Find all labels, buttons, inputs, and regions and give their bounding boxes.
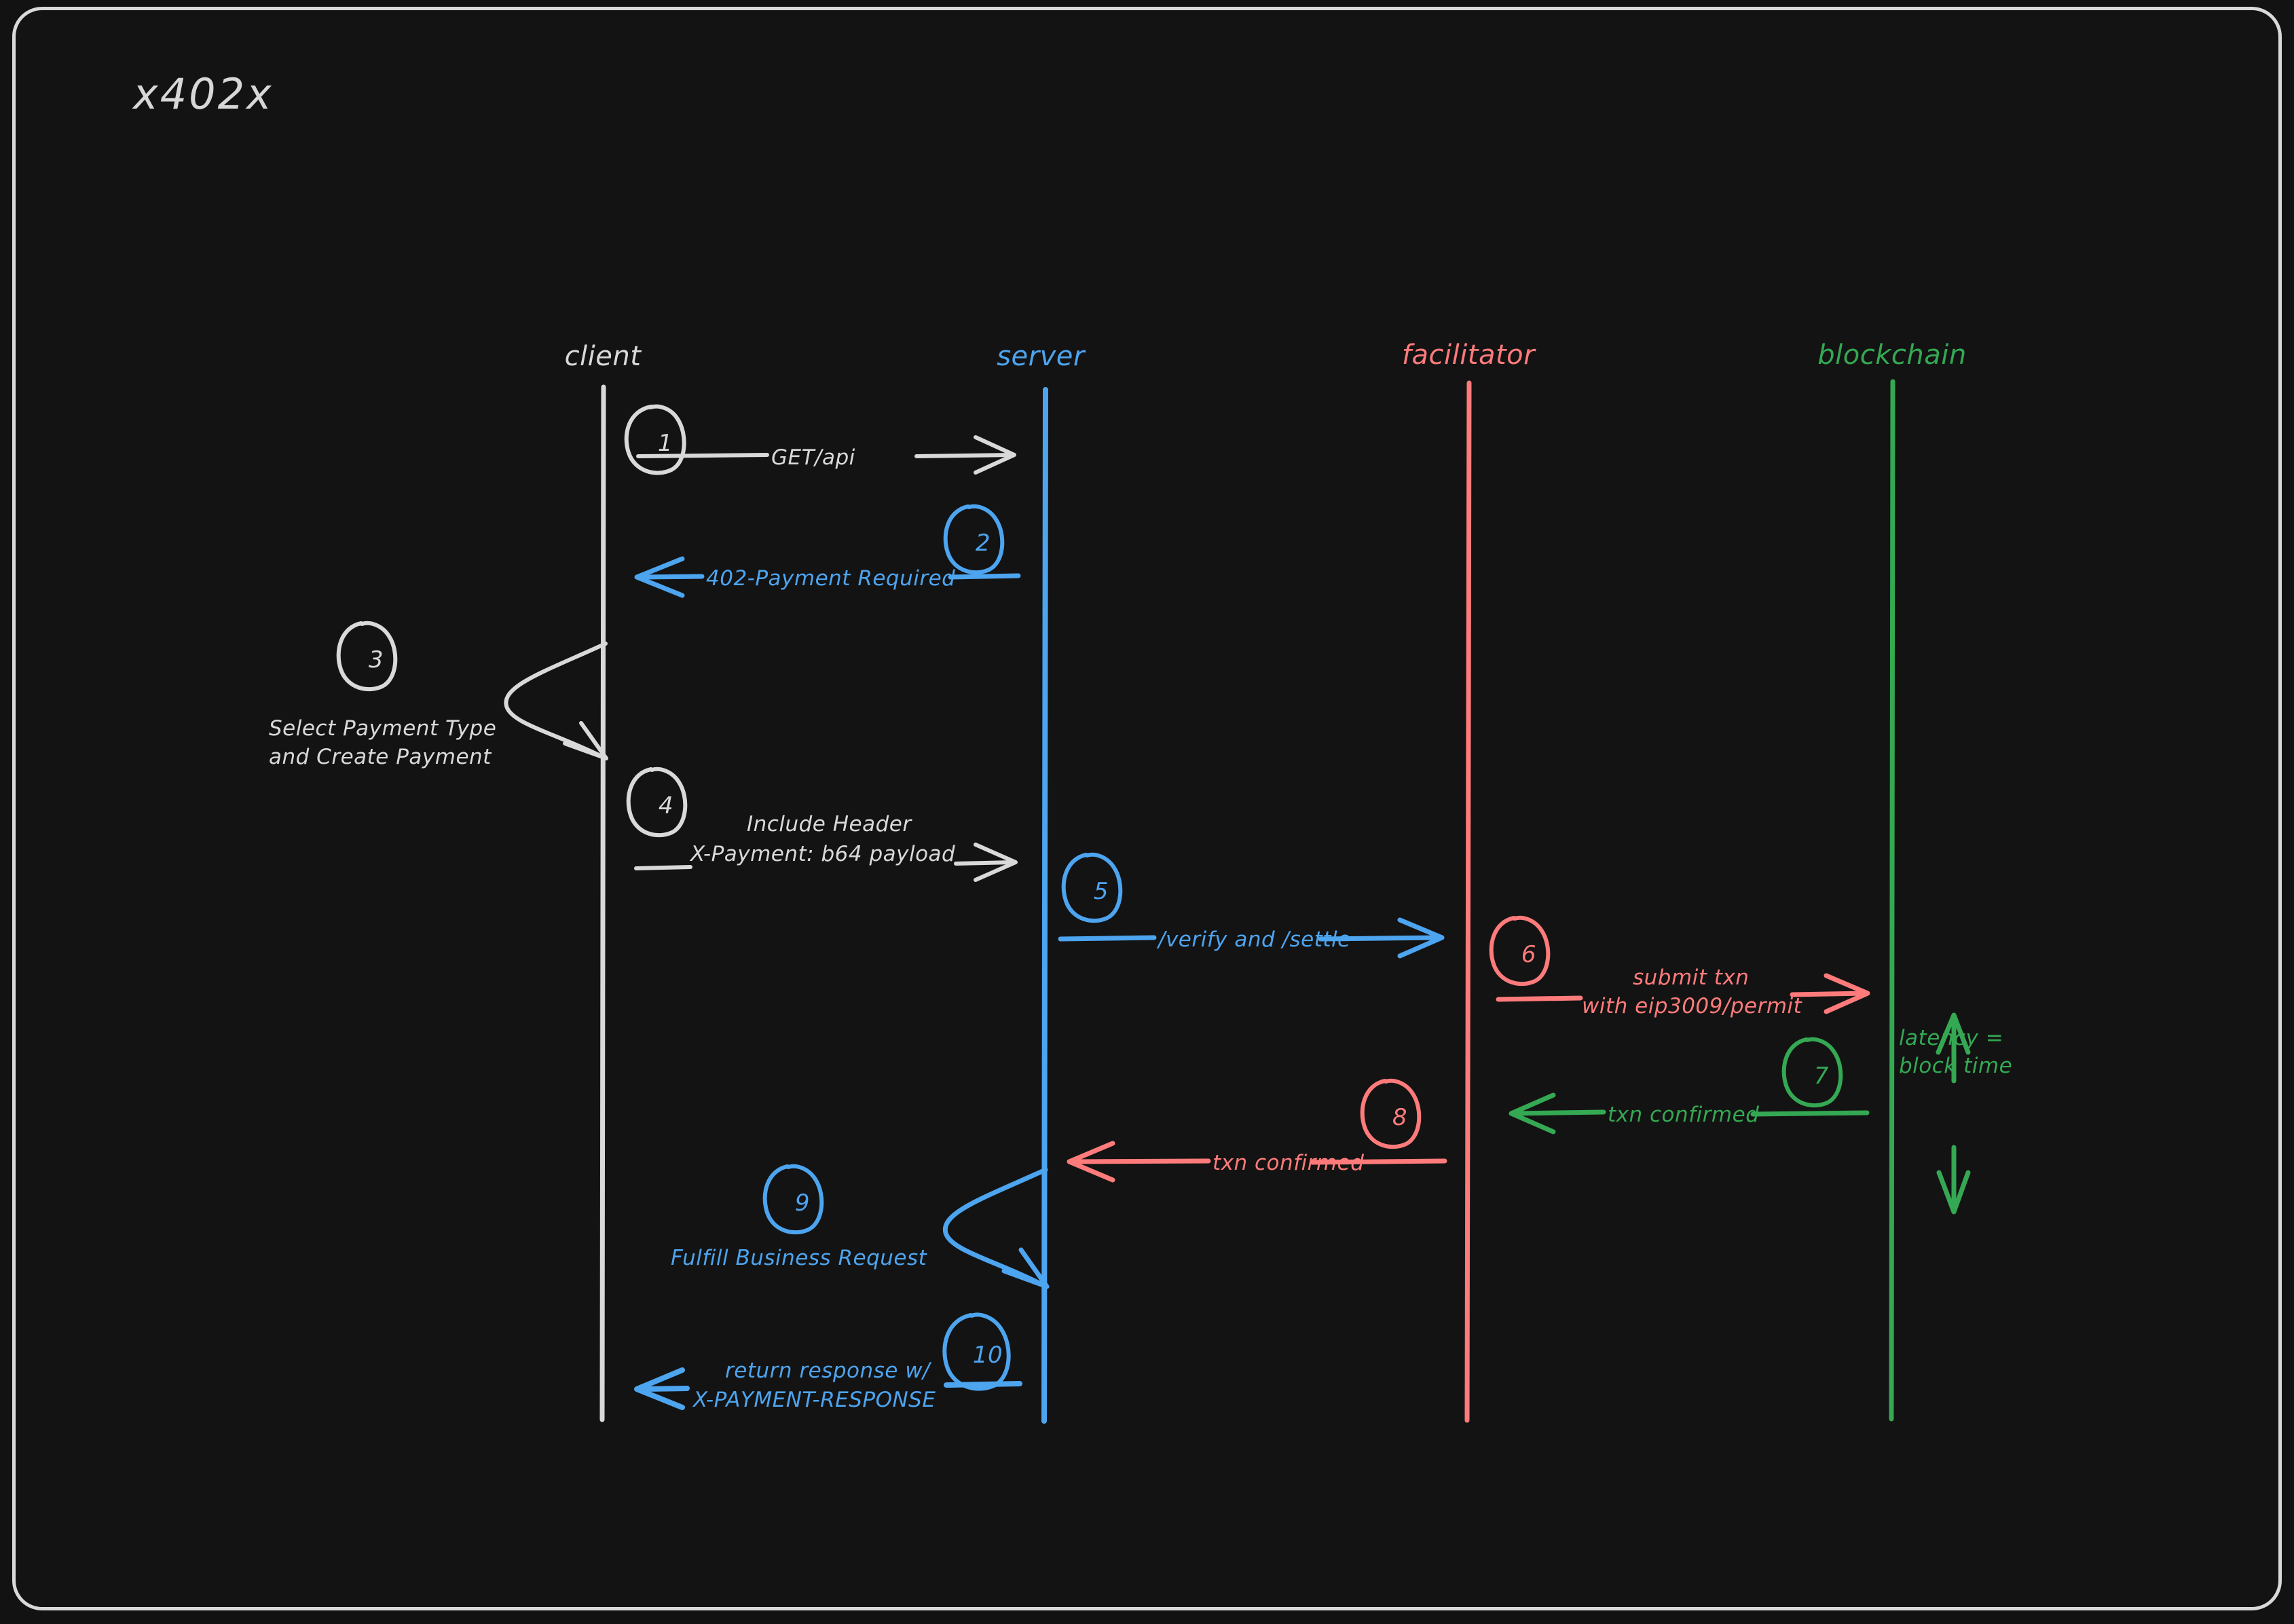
step-6-arrowhead [1824, 973, 1870, 1014]
step-8-label: txn confirmed [1608, 1103, 1759, 1127]
step-3-arrowhead [563, 721, 608, 760]
settled-line-left [1071, 1158, 1211, 1164]
step-5-circle [1061, 852, 1123, 923]
step-8-circle [1360, 1078, 1422, 1149]
step-6-label-line2: with eip3009/permit [1582, 994, 1803, 1018]
step-1-group: 1 GET/api [624, 404, 1016, 475]
step-6-circle [1489, 915, 1551, 986]
step-4-group: 4 Include Header X-Payment: b64 payload [626, 767, 1018, 882]
step-6-group: 6 submit txn with eip3009/permit [1489, 915, 1870, 1018]
step-2-number: 2 [976, 530, 991, 557]
step-8-line-right [1750, 1110, 1870, 1117]
step-6-label-line1: submit txn [1633, 965, 1749, 990]
step-9-arrowhead [1001, 1247, 1050, 1289]
step-3-circle [336, 621, 398, 692]
step-10-label-line1: return response w/ [725, 1359, 932, 1383]
step-7-up-arrowhead [1936, 1012, 1971, 1055]
step-10-arrowhead [634, 1367, 685, 1410]
step-4-line-left [634, 865, 692, 870]
step-3-selfloop-curve [504, 642, 608, 759]
step-5-line-right [1318, 935, 1442, 942]
step-2-circle [943, 504, 1005, 575]
step-6-line-right [1790, 991, 1868, 997]
step-5-label: /verify and /settle [1156, 927, 1351, 952]
step-9-group: 9 Fulfill Business Request [671, 1164, 1050, 1289]
step-3-label-line1: Select Payment Type [269, 716, 496, 741]
step-7-down-arrowhead [1936, 1170, 1971, 1215]
step-4-label-line1: Include Header [747, 812, 912, 836]
step-3-number: 3 [369, 646, 384, 673]
settled-message-group: txn confirmed settled [1067, 1141, 1447, 1183]
step-7-group: 7 latency = block time [1781, 1012, 2012, 1215]
lifeline-facilitator [1464, 380, 1472, 1423]
step-10-line-left [641, 1386, 690, 1392]
step-9-circle [762, 1164, 824, 1235]
step-3-label-line2: and Create Payment [269, 745, 492, 769]
step-9-selfloop-curve [942, 1167, 1048, 1288]
step-7-label-line2: block time [1899, 1054, 2012, 1078]
step-10-line-right [944, 1381, 1022, 1388]
step-2-line-left [638, 574, 705, 580]
step-10-number: 10 [973, 1342, 1003, 1369]
step-2-label: 402-Payment Required [706, 566, 955, 591]
actor-label-server: server [997, 341, 1086, 372]
step-5-group: 5 /verify and /settle [1058, 852, 1445, 959]
step-8-arrowhead [1509, 1092, 1556, 1134]
step-9-label: Fulfill Business Request [671, 1246, 928, 1270]
step-2-group: 2 402-Payment Required [634, 504, 1021, 598]
canvas-frame [12, 7, 2282, 1610]
step-6-number: 6 [1521, 941, 1536, 968]
step-7-label-line1: latency = [1899, 1026, 2003, 1050]
lifeline-blockchain [1889, 379, 1895, 1422]
step-6-line-left [1496, 995, 1583, 1002]
step-8-group: 8 txn confirmed [1360, 1078, 1870, 1149]
step-10-label-line2: X-PAYMENT-RESPONSE [692, 1388, 936, 1412]
step-3-group: 3 Select Payment Type and Create Payment [269, 621, 608, 769]
step-4-line-right [954, 860, 1015, 866]
step-1-arrowhead [974, 435, 1016, 475]
step-1-arrow-left-seg [636, 453, 769, 458]
step-7-circle [1781, 1037, 1843, 1108]
step-5-line-left [1058, 935, 1157, 942]
page-title: x402x [132, 69, 274, 119]
step-1-label: GET/api [771, 445, 855, 470]
settled-arrowhead [1067, 1141, 1115, 1183]
actor-label-facilitator: facilitator [1402, 339, 1536, 371]
actor-label-blockchain: blockchain [1817, 339, 1966, 371]
step-5-number: 5 [1094, 878, 1109, 905]
step-7-number: 7 [1814, 1063, 1829, 1090]
lifeline-server [1041, 387, 1048, 1424]
actor-label-client: client [565, 341, 642, 372]
step-8-number: 8 [1392, 1104, 1407, 1131]
settled-line-right [1310, 1158, 1447, 1165]
step-2-line-right [948, 573, 1021, 580]
step-5-arrowhead [1397, 917, 1445, 959]
step-4-number: 4 [659, 792, 673, 819]
step-10-group: 10 return response w/ X-PAYMENT-RESPONSE [634, 1312, 1022, 1412]
step-8-line-left [1513, 1109, 1606, 1116]
step-1-circle [624, 404, 686, 475]
step-4-arrowhead [974, 843, 1018, 882]
settled-label: txn confirmed [1213, 1151, 1364, 1175]
step-2-arrowhead [634, 556, 685, 598]
step-4-label-line2: X-Payment: b64 payload [689, 842, 955, 866]
step-1-arrow-right-seg [914, 453, 1014, 458]
lifeline-client [599, 384, 606, 1422]
step-9-number: 9 [795, 1189, 810, 1217]
step-4-circle [626, 767, 688, 838]
step-1-number: 1 [658, 430, 673, 457]
